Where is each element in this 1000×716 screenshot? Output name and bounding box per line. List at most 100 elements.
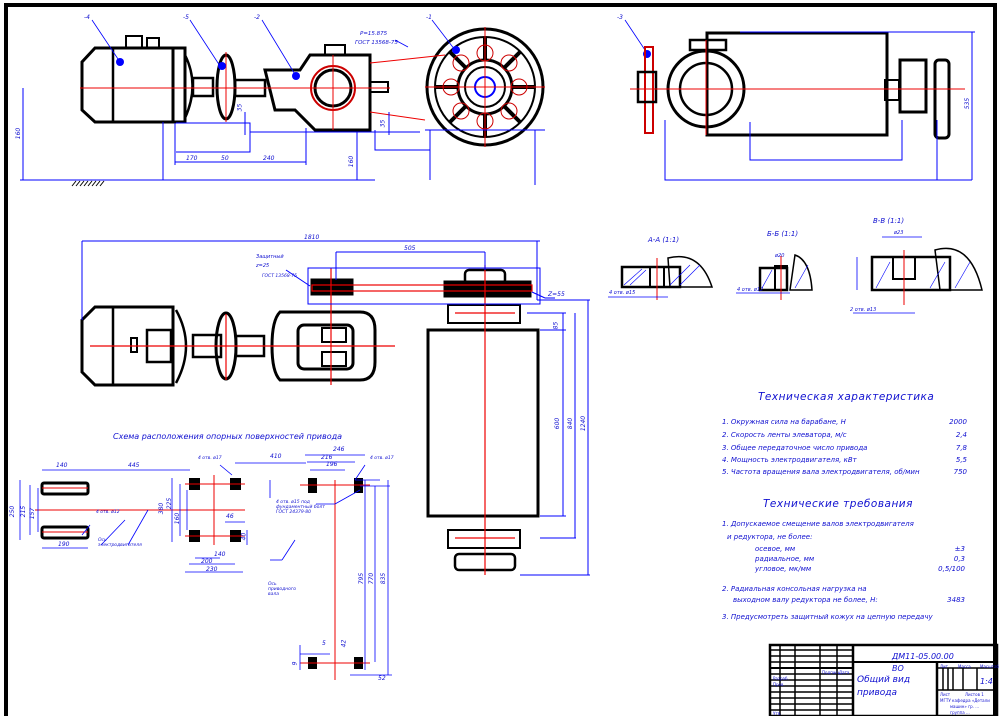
org-line3: группа ... bbox=[950, 710, 970, 715]
part-leaders bbox=[91, 19, 646, 77]
dim-600: 600 bbox=[554, 417, 562, 430]
chain-pitch-label: P=15.875 bbox=[360, 31, 388, 37]
requirement-1-radial-value: 0,3 bbox=[953, 555, 965, 563]
z55-label: Z=55 bbox=[548, 291, 565, 298]
spec-value-5: 750 bbox=[953, 468, 967, 476]
spec-value-3: 7,8 bbox=[955, 444, 967, 452]
row-approver: Утв. bbox=[773, 711, 782, 716]
spec-value-1: 2000 bbox=[949, 418, 967, 426]
requirement-3: 3. Предусмотреть защитный кожух на цепну… bbox=[722, 613, 933, 621]
dim-246: 246 bbox=[333, 446, 345, 453]
col-lit: Лит bbox=[940, 664, 948, 669]
section-aa-title: А-А (1:1) bbox=[648, 236, 680, 244]
motor-axis-label: Ось электродвигателя bbox=[98, 538, 142, 548]
dim-215: 215 bbox=[20, 505, 28, 518]
drawing-name-line1: Общий вид bbox=[857, 675, 911, 685]
side-view bbox=[630, 31, 975, 181]
part-markers bbox=[116, 46, 651, 80]
dim-1240: 1240 bbox=[580, 415, 588, 432]
section-bb-holes: 4 отв. ø12 bbox=[737, 287, 764, 293]
plan-view bbox=[80, 240, 590, 576]
sheets-label: Листов 1 bbox=[965, 692, 984, 697]
support-scheme bbox=[19, 454, 392, 680]
reducer-holes-label: 4 отв. ø17 bbox=[198, 456, 222, 461]
dim-170: 170 bbox=[186, 155, 198, 162]
dim-160-left: 160 bbox=[15, 127, 23, 140]
dimension-lines-front bbox=[20, 88, 545, 185]
dim-240: 240 bbox=[263, 155, 275, 162]
dim-840: 840 bbox=[567, 417, 575, 430]
dim-445: 445 bbox=[128, 462, 140, 469]
section-bb-title: Б-Б (1:1) bbox=[767, 230, 799, 238]
foundation-holes-label: 4 отв. ø15 под фундаментный болт ГОСТ 24… bbox=[276, 500, 325, 515]
dim-835: 835 bbox=[380, 572, 388, 585]
dim-1810: 1810 bbox=[304, 234, 320, 241]
dim-230: 230 bbox=[206, 566, 218, 573]
sheet-label: Лист bbox=[940, 692, 951, 697]
dim-380: 380 bbox=[158, 502, 166, 515]
document-code: ДМ11-05.00.00 bbox=[892, 652, 954, 661]
org-line1: МГТУ кафедра «Детали bbox=[940, 698, 990, 703]
frame-holes-label: 4 отв. ø17 bbox=[370, 456, 394, 461]
dim-85: 85 bbox=[552, 321, 560, 330]
dim-196: 196 bbox=[326, 461, 338, 468]
spec-item-3: 3. Общее передаточное число привода bbox=[722, 444, 868, 452]
front-view bbox=[20, 19, 651, 187]
dim-157: 157 bbox=[29, 507, 37, 520]
dim-140: 140 bbox=[56, 462, 68, 469]
section-aa-holes: 4 отв. ø15 bbox=[609, 290, 636, 296]
dim-160-mid: 160 bbox=[348, 155, 356, 168]
row-checker: Пров. bbox=[773, 682, 785, 687]
requirement-1-angular-value: 0,5/100 bbox=[938, 565, 965, 573]
col-mass: Масса bbox=[958, 664, 971, 669]
axis-lines bbox=[80, 27, 545, 147]
spec-value-4: 5,5 bbox=[955, 456, 967, 464]
requirement-1-line1: 1. Допускаемое смещение валов электродви… bbox=[722, 520, 914, 528]
requirement-2-line2: выходном валу редуктора не более, Н: bbox=[733, 596, 878, 604]
z-teeth-label: z=25 bbox=[256, 263, 270, 269]
row-developer: Разраб. bbox=[773, 676, 789, 681]
dim-216: 216 bbox=[321, 454, 333, 461]
callout-part-3: -3 bbox=[617, 14, 623, 21]
col-date: Дата bbox=[839, 670, 850, 675]
requirement-1-angular: угловое, мк/мм bbox=[755, 565, 812, 573]
drawing-scale: 1:4 bbox=[980, 677, 993, 686]
col-signature: Подпись bbox=[822, 670, 840, 675]
chain-standard-label: ГОСТ 13568-75 bbox=[355, 40, 398, 46]
org-line2: машин» гр. ... bbox=[950, 704, 980, 709]
dim-50: 50 bbox=[221, 155, 229, 162]
dim-770: 770 bbox=[368, 572, 376, 585]
requirement-2-value: 3483 bbox=[947, 596, 965, 604]
requirement-1-line2: и редуктора, не более: bbox=[727, 533, 813, 541]
electric-motor bbox=[80, 35, 215, 124]
sheet-frame bbox=[4, 3, 997, 716]
drawing-name-line2: привода bbox=[857, 688, 897, 698]
dim-225: 225 bbox=[166, 497, 174, 510]
callout-part-5: -5 bbox=[183, 14, 189, 21]
dim-35-a: 35 bbox=[236, 103, 244, 112]
dim-160-scheme: 160 bbox=[174, 512, 182, 525]
ground-hatch bbox=[71, 180, 105, 187]
dim-9: 9 bbox=[291, 661, 299, 666]
section-vv-holes: 2 отв. ø13 bbox=[850, 307, 877, 313]
callout-part-1: -1 bbox=[426, 14, 432, 21]
dim-5: 5 bbox=[322, 640, 326, 647]
dim-40: 40 bbox=[240, 532, 248, 541]
motor-holes-label: 4 отв. ø12 bbox=[96, 510, 120, 515]
section-views bbox=[608, 236, 983, 314]
dim-140-scheme: 140 bbox=[214, 551, 226, 558]
requirement-1-axial: осевое, мм bbox=[755, 545, 796, 553]
dim-52: 52 bbox=[378, 675, 386, 682]
section-vv-diameter: ø23 bbox=[894, 230, 904, 236]
requirement-1-radial: радиальное, мм bbox=[755, 555, 815, 563]
chain-transmission bbox=[90, 265, 533, 575]
specs-title: Техническая характеристика bbox=[758, 391, 935, 403]
dim-795: 795 bbox=[358, 572, 366, 585]
document-type: ВО bbox=[892, 664, 904, 673]
dim-46: 46 bbox=[226, 513, 234, 520]
dim-410: 410 bbox=[270, 453, 282, 460]
requirement-2-line1: 2. Радиальная консольная нагрузка на bbox=[722, 585, 867, 593]
dim-190: 190 bbox=[58, 541, 70, 548]
scheme-title: Схема расположения опорных поверхностей … bbox=[113, 432, 343, 441]
